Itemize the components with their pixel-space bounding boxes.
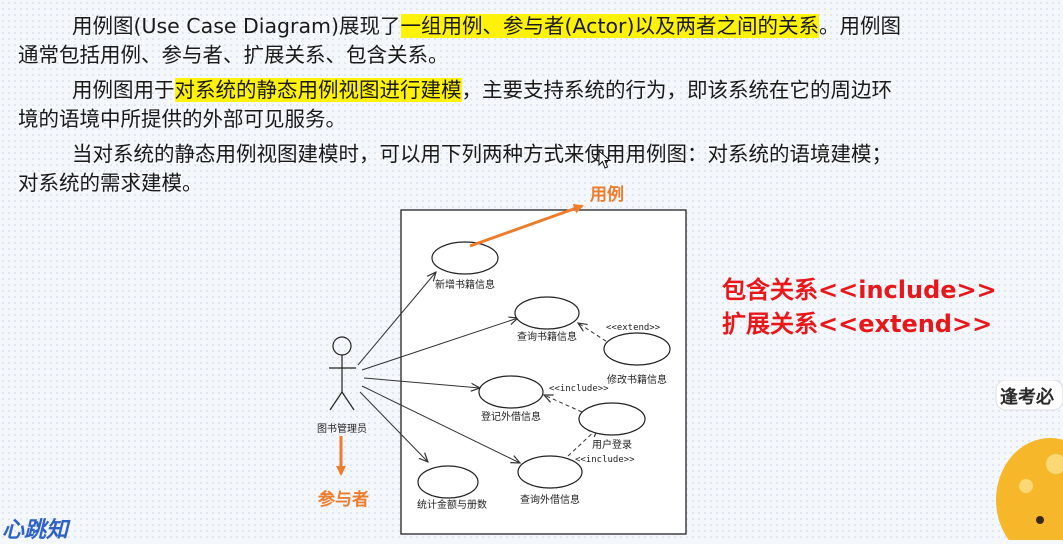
use-case-query-book xyxy=(515,297,579,329)
watermark-logo: 心跳知 xyxy=(2,512,68,544)
label-query-book: 查询书籍信息 xyxy=(517,330,577,343)
actor-label: 图书管理员 xyxy=(317,422,367,435)
use-case-user-login xyxy=(579,403,645,435)
stereotype-extend: <<extend>> xyxy=(606,323,661,333)
use-case-stats xyxy=(418,466,478,498)
use-case-register-borrow xyxy=(479,376,543,408)
label-stats: 统计金额与册数 xyxy=(417,498,487,511)
stereotype-include-1: <<include>> xyxy=(549,384,609,394)
use-case-modify-book xyxy=(604,333,670,365)
stereotype-include-2: <<include>> xyxy=(575,455,635,465)
mouse-cursor-icon xyxy=(598,150,612,170)
label-register-borrow: 登记外借信息 xyxy=(481,410,541,423)
label-add-book: 新增书籍信息 xyxy=(435,278,495,291)
annotation-use-case: 用例 xyxy=(590,180,624,205)
extend-relation-note: 扩展关系<<extend>> xyxy=(722,304,992,339)
label-modify-book: 修改书籍信息 xyxy=(607,373,667,386)
label-query-borrow: 查询外借信息 xyxy=(520,493,580,506)
sticker-text: 逢考必 xyxy=(1000,383,1054,409)
actor-figure xyxy=(329,337,356,410)
include-relation-note: 包含关系<<include>> xyxy=(722,270,997,305)
label-user-login: 用户登录 xyxy=(592,438,632,451)
annotation-actor: 参与者 xyxy=(318,485,369,510)
use-case-add-book xyxy=(432,242,498,274)
use-case-query-borrow xyxy=(518,456,582,488)
